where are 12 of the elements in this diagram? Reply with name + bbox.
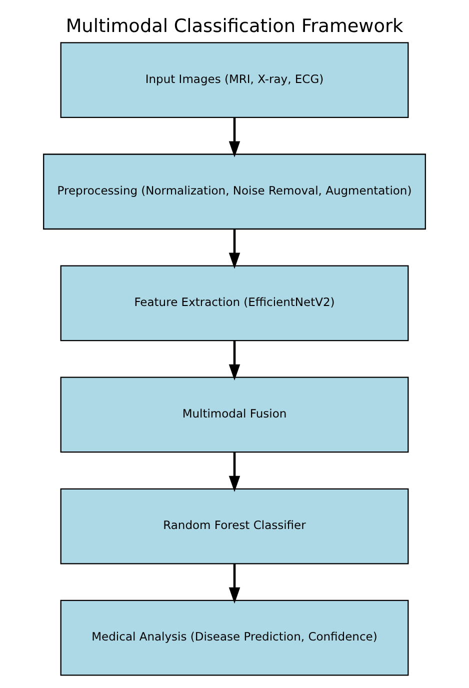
- node-box: Input Images (MRI, X-ray, ECG): [60, 42, 409, 118]
- arrow: [228, 564, 240, 604]
- node-box: Preprocessing (Normalization, Noise Removal, Augmentation): [43, 154, 426, 230]
- node-box: Random Forest Classifier: [60, 488, 409, 564]
- diagram-title: Multimodal Classification Framework: [66, 16, 404, 38]
- node-box: Feature Extraction (EfficientNetV2): [60, 265, 409, 342]
- node-box: Multimodal Fusion: [60, 376, 409, 453]
- arrow: [228, 452, 240, 492]
- arrow: [228, 229, 240, 269]
- arrow: [228, 340, 240, 380]
- node-box: Medical Analysis (Disease Prediction, Confidence): [60, 600, 409, 676]
- arrow: [228, 118, 240, 158]
